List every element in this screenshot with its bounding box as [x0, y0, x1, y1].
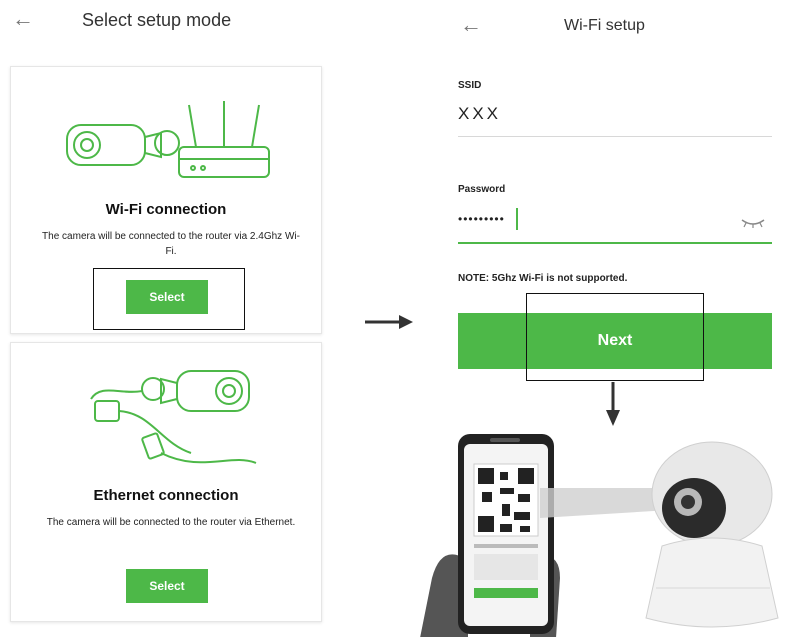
wifi-select-button[interactable]: Select [126, 280, 208, 314]
arrow-right-icon [365, 315, 413, 329]
password-label: Password [458, 184, 506, 195]
wifi-card-title: Wi-Fi connection [105, 201, 227, 218]
wifi-select-highlight [93, 268, 245, 330]
arrow-down-icon [606, 382, 620, 426]
password-input[interactable]: ••••••••• [458, 212, 505, 226]
scan-beam [540, 488, 670, 518]
ethernet-camera-illustration [90, 370, 257, 464]
eye-hidden-icon[interactable] [740, 216, 766, 228]
password-underline [458, 242, 772, 244]
ssid-label: SSID [458, 80, 482, 91]
pan-tilt-camera-illustration [645, 441, 779, 628]
wifi-card-description: The camera will be connected to the rout… [42, 231, 300, 257]
back-arrow-icon[interactable]: ← [12, 6, 34, 31]
ethernet-select-button[interactable]: Select [126, 569, 208, 603]
camera-router-illustration [66, 101, 270, 178]
wifi-connection-card[interactable]: Wi-Fi connection The camera will be conn… [10, 66, 322, 334]
phone-qr-illustration [420, 434, 560, 637]
note-text: NOTE: 5Ghz Wi-Fi is not supported. [458, 273, 628, 284]
ethernet-connection-card[interactable]: Ethernet connection The camera will be c… [10, 342, 322, 622]
next-highlight [526, 293, 704, 381]
ssid-underline [458, 136, 772, 137]
page-title: Select setup mode [82, 10, 232, 30]
wifi-setup-title: Wi-Fi setup [564, 17, 645, 34]
ssid-input[interactable]: XXX [458, 104, 502, 123]
ethernet-card-description: The camera will be connected to the rout… [46, 517, 296, 528]
back-arrow-icon[interactable]: ← [460, 12, 482, 37]
next-button[interactable]: Next [458, 313, 772, 369]
ethernet-card-title: Ethernet connection [93, 487, 239, 504]
text-caret [516, 208, 518, 230]
